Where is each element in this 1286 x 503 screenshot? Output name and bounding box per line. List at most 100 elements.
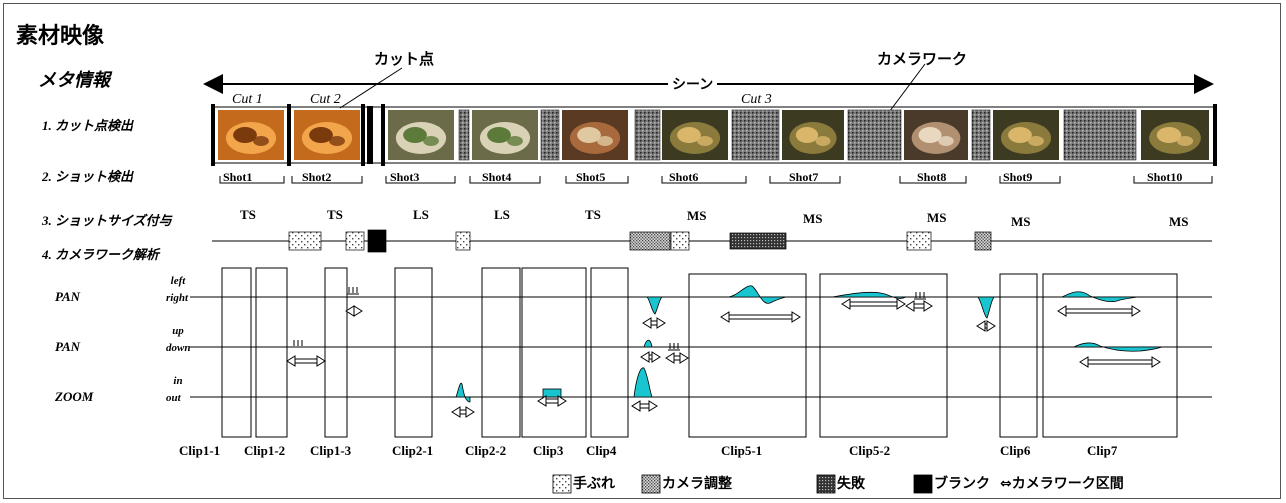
- camerawork-symbol: [906, 231, 932, 251]
- legend-label: 手ぶれ: [573, 476, 615, 492]
- motion-curve: [1061, 291, 1141, 303]
- camerawork-callout-label: カメラワーク: [877, 50, 968, 68]
- camerawork-interval-arrow: [345, 305, 363, 317]
- meta-label: メタ情報: [38, 70, 110, 90]
- camerawork-interval-arrow: [286, 355, 326, 367]
- shot-label: Shot3: [390, 170, 420, 184]
- noise-frame: [731, 109, 780, 161]
- video-frame: [562, 110, 628, 160]
- shot-bracket: [999, 176, 1061, 184]
- cut-marker: [1213, 104, 1217, 166]
- clip-label: Clip5-2: [849, 443, 891, 458]
- camerawork-interval-arrow: [976, 320, 996, 332]
- legend-symbol-fail: [816, 474, 836, 494]
- shot-label: Shot8: [917, 170, 947, 184]
- legend-label: カメラ調整: [662, 476, 732, 492]
- cut-marker: [211, 104, 215, 166]
- row-label-shot-size: 3. ショットサイズ付与: [42, 213, 172, 228]
- shot-label: Shot6: [669, 170, 699, 184]
- camerawork-interval-arrow: [665, 352, 689, 364]
- clip-box: [521, 267, 587, 438]
- motion-curve: [646, 296, 663, 315]
- motion-curve: [455, 382, 471, 403]
- camerawork-interval-arrow: [720, 311, 801, 323]
- video-frame: [388, 110, 454, 160]
- video-frame: [472, 110, 538, 160]
- camerawork-symbol: [367, 229, 387, 253]
- camerawork-interval-arrow: [841, 298, 906, 310]
- legend-symbol-blank: [913, 474, 933, 494]
- clip-label: Clip4: [586, 443, 617, 458]
- shot-size-label: MS: [927, 210, 947, 225]
- clip-box: [688, 273, 807, 438]
- cut-label-3: Cut 3: [741, 92, 772, 107]
- track-name: ZOOM: [55, 389, 94, 404]
- clip-label: Clip2-2: [465, 443, 507, 458]
- shot-label: Shot7: [789, 170, 819, 184]
- noise-frame: [847, 109, 902, 161]
- legend-symbol-adjust: [641, 474, 661, 494]
- shot-size-label: TS: [327, 207, 343, 222]
- clip-label: Clip1-3: [310, 443, 352, 458]
- shot-size-label: MS: [1169, 214, 1189, 229]
- noise-frame: [634, 109, 661, 161]
- shot-bracket: [469, 176, 541, 184]
- legend-label: ⇔カメラワーク区間: [1000, 476, 1124, 492]
- shot-label: Shot4: [482, 170, 512, 184]
- clip-box: [221, 267, 252, 438]
- clip-box: [590, 267, 629, 438]
- clip-label: Clip1-2: [244, 443, 286, 458]
- row-label-shot-detect: 2. ショット検出: [42, 169, 134, 184]
- track-name: PAN: [55, 339, 81, 354]
- track-top-label: left: [170, 275, 186, 287]
- shot-size-label: MS: [1011, 214, 1031, 229]
- camerawork-symbol: [455, 231, 471, 251]
- shot-label: Shot5: [576, 170, 606, 184]
- shot-bracket: [899, 176, 967, 184]
- motion-curve: [1073, 342, 1163, 352]
- track-bottom-label: out: [166, 392, 181, 404]
- noise-frame: [1063, 109, 1137, 161]
- camerawork-symbol: [974, 231, 992, 251]
- cut-point-callout-line: [339, 67, 403, 109]
- noise-frame: [971, 109, 991, 161]
- motion-curve: [633, 367, 653, 398]
- clip-label: Clip7: [1087, 443, 1118, 458]
- motion-curve: [727, 285, 787, 304]
- camerawork-symbol: [729, 232, 787, 250]
- camerawork-interval-arrow: [640, 351, 661, 363]
- camerawork-interval-arrow: [905, 300, 933, 312]
- camerawork-interval-arrow: [1079, 356, 1161, 368]
- shot-bracket: [385, 176, 456, 184]
- motion-curve: [977, 296, 995, 319]
- clip-box: [819, 273, 948, 438]
- camerawork-interval-arrow: [451, 406, 475, 418]
- clip-label: Clip5-1: [721, 443, 763, 458]
- camerawork-interval-arrow: [1057, 305, 1141, 317]
- clip-label: Clip6: [1000, 443, 1031, 458]
- clip-label: Clip1-1: [179, 443, 221, 458]
- camerawork-symbol: [288, 231, 322, 251]
- shot-size-label: LS: [413, 207, 429, 222]
- motion-curve: [542, 388, 562, 398]
- shot-label: Shot10: [1147, 170, 1183, 184]
- page-title: 素材映像: [16, 24, 105, 49]
- clip-box: [394, 267, 433, 438]
- shake-marker: [347, 287, 359, 295]
- row-label-cut-detect: 1. カット点検出: [42, 118, 134, 133]
- scene-label: シーン: [668, 74, 718, 94]
- clip-box: [255, 267, 288, 438]
- cut-label-2: Cut 2: [310, 92, 341, 107]
- row-label-camerawork: 4. カメラワーク解析: [42, 247, 160, 262]
- track-bottom-label: down: [166, 342, 191, 354]
- motion-curve: [831, 291, 907, 299]
- blank-frame: [367, 106, 373, 164]
- video-frame: [993, 110, 1059, 160]
- shake-marker: [668, 343, 680, 351]
- noise-frame: [458, 109, 470, 161]
- video-frame: [782, 110, 844, 160]
- video-frame: [662, 110, 728, 160]
- legend-label: ブランク: [934, 476, 990, 492]
- camerawork-symbol: [345, 231, 365, 251]
